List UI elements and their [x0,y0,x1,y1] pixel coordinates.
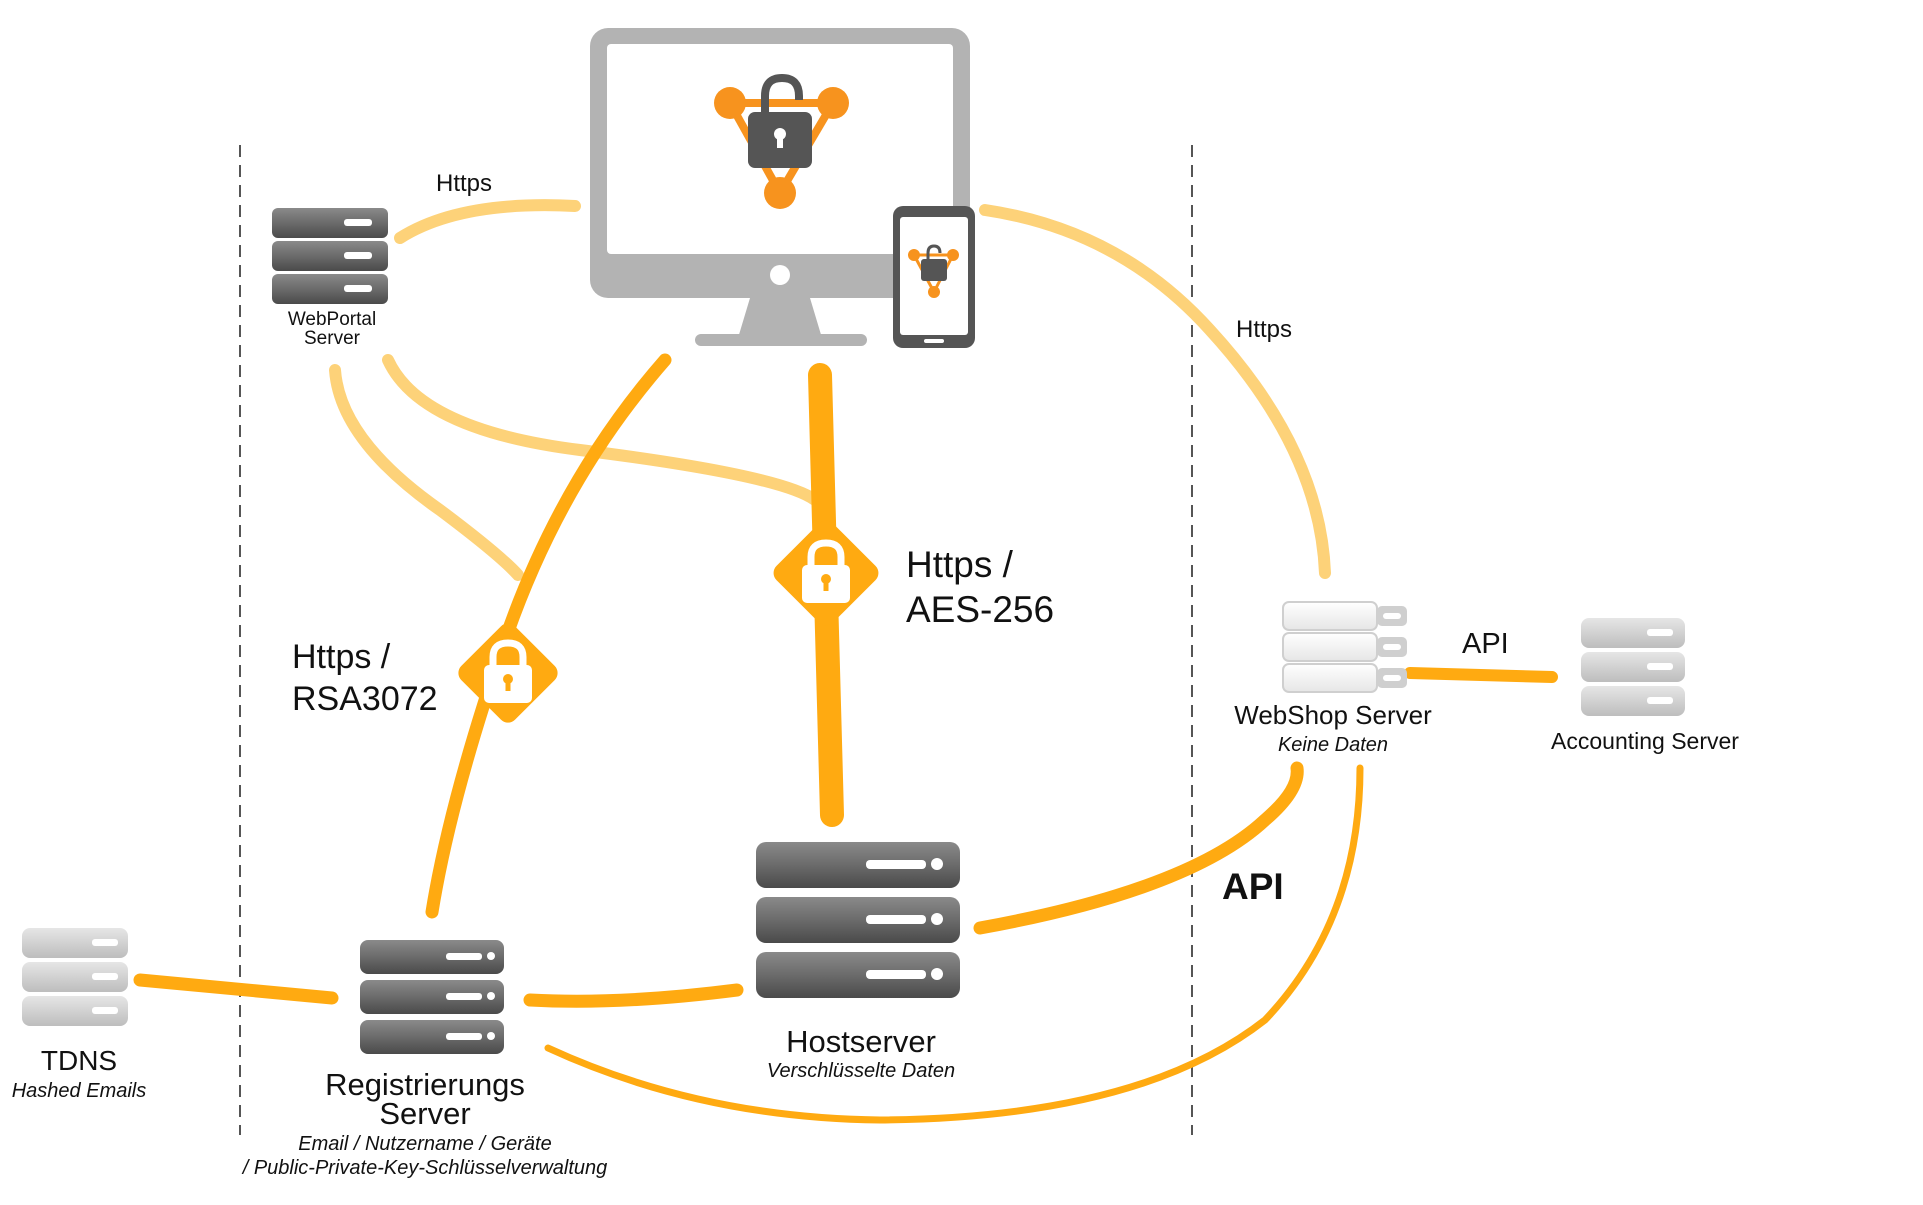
link-webportal-hostserver [382,354,821,506]
https-webportal-label: Https [436,170,493,197]
lock-badge-aes [773,520,879,626]
hostserver-subtitle: Verschlüsselte Daten [766,1060,956,1082]
tdns-server-icon [22,928,128,1026]
accounting-server-icon [1581,618,1685,716]
https-rsa-line2: RSA3072 [292,680,438,718]
host-server-icon [756,842,960,998]
webportal-label-line1: WebPortal [287,309,377,330]
link-hostserver-webshop [973,761,1304,935]
registration-server-icon [360,940,504,1054]
webshop-subtitle: Keine Daten [1277,734,1389,756]
registration-subtitle-line2: / Public-Private-Key-Schlüsselverwaltung [242,1157,608,1179]
link-webshop-accounting [1404,667,1558,683]
webportal-label-line2: Server [304,328,360,349]
https-aes-line1: Https / [906,544,1013,585]
link-monitor-webshop [979,204,1331,579]
accounting-label: Accounting Server [1551,728,1739,754]
registration-label: Registrierungs Server Email / Nutzername… [242,1067,608,1180]
lock-badge-rsa [458,623,558,723]
api-bold-label: API [1222,866,1284,907]
link-tdns-registration [133,973,339,1005]
hostserver-label: Hostserver Verschlüsselte Daten [767,1025,955,1083]
webportal-label: WebPortal Server [288,310,376,348]
webshop-title: WebShop Server [1234,700,1432,730]
registration-title-line1: Registrierungs [325,1067,525,1102]
link-webportal-monitor [394,199,581,244]
hostserver-title: Hostserver [786,1024,936,1059]
webshop-server-icon [1282,601,1407,693]
webshop-label: WebShop Server Keine Daten [1234,700,1432,760]
https-rsa-line1: Https / [292,638,391,676]
tdns-title: TDNS [40,1045,118,1076]
app-logo-icon [714,73,849,209]
app-logo-small-icon [908,244,959,298]
link-webportal-registration [329,364,524,581]
smartphone-icon [893,206,975,348]
link-registration-webshop-loop [544,764,1364,1124]
https-aes-line2: AES-256 [906,589,1055,630]
link-registration-hostserver [523,983,744,1008]
padlock-icon [484,639,532,703]
https-aes-label: Https / AES-256 [906,542,1054,632]
registration-title-line2: Server [379,1096,471,1131]
https-webshop-label: Https [1236,316,1293,343]
tdns-subtitle: Hashed Emails [11,1080,147,1102]
desktop-monitor-icon [590,28,970,346]
tdns-label: TDNS Hashed Emails [12,1046,147,1106]
api-webshop-accounting-label: API [1462,628,1509,660]
https-rsa-label: Https / RSA3072 [292,636,438,720]
registration-subtitle-line1: Email / Nutzername / Geräte [298,1133,552,1155]
padlock-icon [802,539,850,603]
webportal-server-icon [272,208,388,304]
